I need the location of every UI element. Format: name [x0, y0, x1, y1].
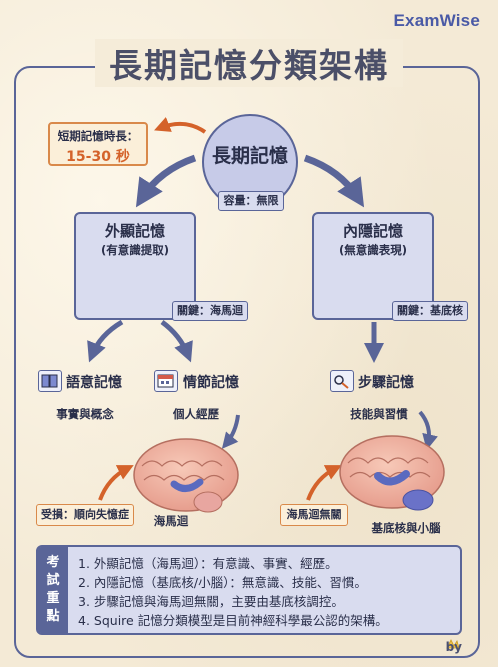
short-term-duration: 15-30 秒: [66, 149, 130, 165]
key-points-list: 1. 外顯記憶（海馬迴）：有意識、事實、經歷。 2. 內隱記憶（基底核/小腦）：…: [78, 554, 388, 630]
root-label: 長期記憶: [211, 145, 288, 167]
damage-note: 受損：順向失憶症: [36, 504, 134, 526]
arrow-note-to-right-brain: [306, 465, 342, 501]
key-points-side-label: 考試重點: [38, 547, 68, 633]
arrow-episodic-to-brain: [221, 414, 240, 449]
implicit-key-tag: 關鍵：基底核: [392, 301, 468, 321]
arrow-to-short-term: [154, 117, 207, 134]
tools-icon: [330, 370, 354, 392]
short-term-label: 短期記憶時長：: [57, 129, 139, 143]
short-term-note: 短期記憶時長： 15-30 秒: [48, 122, 148, 166]
right-brain-illustration: [339, 435, 445, 511]
episodic-caption: 個人經歷: [173, 407, 219, 421]
explicit-subtitle: (有意識提取): [100, 243, 169, 257]
hand-icon: [446, 639, 460, 649]
episodic-title: 情節記憶: [183, 375, 239, 391]
hippocampus-label: 海馬迴: [153, 514, 189, 528]
title-wrap: 長期記憶分類架構: [0, 39, 498, 87]
arrow-explicit-to-episodic: [160, 319, 193, 363]
key-point-4: 4. Squire 記憶分類模型是目前神經科學最公認的架構。: [78, 613, 388, 628]
basal-ganglia-label: 基底核與小腦: [371, 521, 441, 535]
book-icon: [38, 370, 62, 392]
calendar-icon: [154, 370, 178, 392]
procedural-caption: 技能與習慣: [350, 407, 408, 421]
semantic-caption: 事實與概念: [56, 407, 114, 421]
procedural-title: 步驟記憶: [358, 375, 414, 391]
key-point-2: 2. 內隱記憶（基底核/小腦）：無意識、技能、習慣。: [78, 575, 367, 590]
arrow-procedural-to-brain: [418, 410, 438, 451]
explicit-key-tag: 關鍵：海馬迴: [172, 301, 248, 321]
arrow-explicit-to-semantic: [87, 319, 124, 363]
explicit-title: 外顯記憶: [104, 222, 165, 240]
hippocampus-unrelated-note: 海馬迴無關: [280, 504, 348, 526]
brand-logo: ExamWise: [393, 11, 480, 30]
key-point-1: 1. 外顯記憶（海馬迴）：有意識、事實、經歷。: [78, 556, 338, 571]
key-point-3: 3. 步驟記憶與海馬迴無關，主要由基底核調控。: [78, 594, 344, 609]
left-brain-illustration: [133, 438, 239, 513]
arrow-note-to-left-brain: [98, 465, 134, 501]
semantic-title: 語意記憶: [66, 375, 122, 391]
arrow-root-to-explicit: [135, 154, 197, 208]
page-title: 長期記憶分類架構: [95, 39, 403, 87]
capacity-tag: 容量：無限: [218, 191, 284, 211]
implicit-title: 內隱記憶: [342, 222, 403, 240]
footer-by: by: [445, 640, 462, 654]
implicit-subtitle: (無意識表現): [338, 243, 407, 257]
key-points-box: 考試重點 1. 外顯記憶（海馬迴）：有意識、事實、經歷。 2. 內隱記憶（基底核…: [36, 545, 462, 635]
arrow-root-to-implicit: [303, 154, 365, 208]
